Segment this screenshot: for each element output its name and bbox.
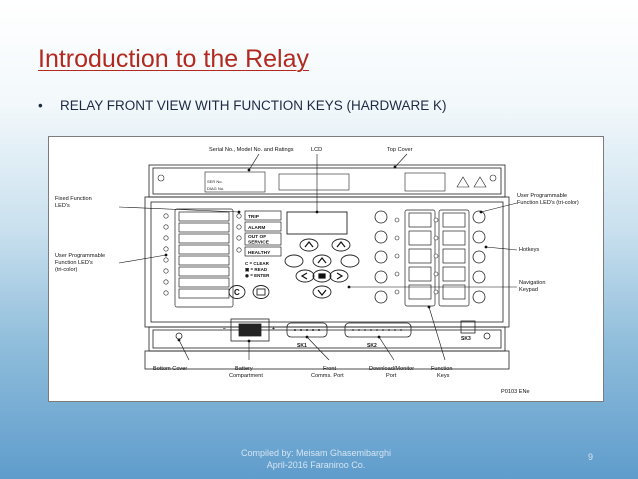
read-key bbox=[252, 285, 270, 299]
clear-key-label: C bbox=[234, 288, 240, 297]
bullet-dot: • bbox=[38, 98, 43, 113]
callout-comms-2: Comms. Port bbox=[311, 373, 344, 379]
led-trip-label: TRIP bbox=[248, 214, 260, 220]
callout-user-leds-right-1: User Programmable bbox=[517, 193, 567, 199]
callout-fkeys-2: Keys bbox=[437, 373, 450, 379]
legend-read: ▣ = READ bbox=[245, 267, 268, 272]
sk2-label: SK2 bbox=[367, 343, 377, 349]
callout-serial: Serial No., Model No. and Ratings bbox=[209, 147, 294, 153]
callout-nav-2: Keypad bbox=[519, 287, 538, 293]
diag-no-label: DIAG No. bbox=[207, 186, 224, 191]
callout-user-leds-3: (tri-color) bbox=[55, 267, 78, 273]
callout-battery-2: Compartment bbox=[229, 373, 263, 379]
callout-user-leds-2: Function LED's bbox=[55, 260, 93, 266]
bullet-text: RELAY FRONT VIEW WITH FUNCTION KEYS (HAR… bbox=[60, 98, 447, 113]
slide-title: Introduction to the Relay bbox=[38, 45, 309, 73]
callout-bottom-cover: Bottom Cover bbox=[153, 366, 187, 372]
callout-hotkeys: Hotkeys bbox=[519, 247, 539, 253]
callout-user-leds-right-2: Function LED's (tri-color) bbox=[517, 200, 579, 206]
legend-enter: ◉ = ENTER bbox=[245, 273, 270, 278]
sk1-label: SK1 bbox=[297, 343, 307, 349]
callout-fixed-leds-1: Fixed Function bbox=[55, 196, 92, 202]
lcd-screen bbox=[286, 211, 348, 235]
callout-download-2: Port bbox=[386, 373, 397, 379]
ser-no-label: SER No. bbox=[207, 179, 223, 184]
callout-comms-1: Front bbox=[323, 366, 337, 372]
svg-text:+: + bbox=[272, 326, 275, 332]
callout-fkeys-1: Function bbox=[431, 366, 452, 372]
footer-credit-line1: Compiled by: Meisam Ghasemibarghi bbox=[240, 448, 392, 458]
callout-nav-1: Navigation bbox=[519, 280, 545, 286]
led-oos-label-2: SERVICE bbox=[248, 240, 270, 246]
user-led-column-left bbox=[163, 213, 169, 296]
hotkeys bbox=[374, 210, 486, 304]
callout-user-leds-1: User Programmable bbox=[55, 253, 105, 259]
svg-text:−: − bbox=[223, 326, 226, 332]
callout-top-cover: Top Cover bbox=[387, 147, 413, 153]
navigation-keypad bbox=[284, 238, 360, 299]
footer-credit: Compiled by: Meisam Ghasemibarghi April-… bbox=[222, 447, 410, 471]
led-oos-label-1: OUT OF bbox=[248, 234, 266, 240]
clear-key bbox=[228, 285, 246, 299]
led-alarm-label: ALARM bbox=[248, 225, 265, 231]
callout-battery-1: Battery bbox=[235, 366, 253, 372]
page-number: 9 bbox=[588, 452, 594, 462]
sk3-label: SK3 bbox=[461, 336, 471, 342]
figure-ref: P0103 ENe bbox=[501, 389, 530, 395]
relay-diagram-svg: SER No. DIAG No. bbox=[55, 147, 579, 395]
relay-front-view-diagram: SER No. DIAG No. bbox=[48, 136, 604, 402]
callout-download-1: Download/Monitor bbox=[369, 366, 414, 372]
fixed-function-leds bbox=[236, 213, 242, 253]
user-led-column-right bbox=[394, 217, 439, 295]
footer-credit-line2: April-2016 Faraniroo Co. bbox=[266, 460, 366, 470]
relay-body bbox=[144, 196, 510, 328]
top-cover bbox=[148, 164, 506, 198]
callout-fixed-leds-2: LED's bbox=[55, 203, 70, 209]
callout-lcd: LCD bbox=[311, 147, 322, 153]
legend-clear: C = CLEAR bbox=[245, 261, 270, 266]
bullet-item: • RELAY FRONT VIEW WITH FUNCTION KEYS (HA… bbox=[38, 98, 447, 113]
led-healthy-label: HEALTHY bbox=[248, 250, 271, 256]
